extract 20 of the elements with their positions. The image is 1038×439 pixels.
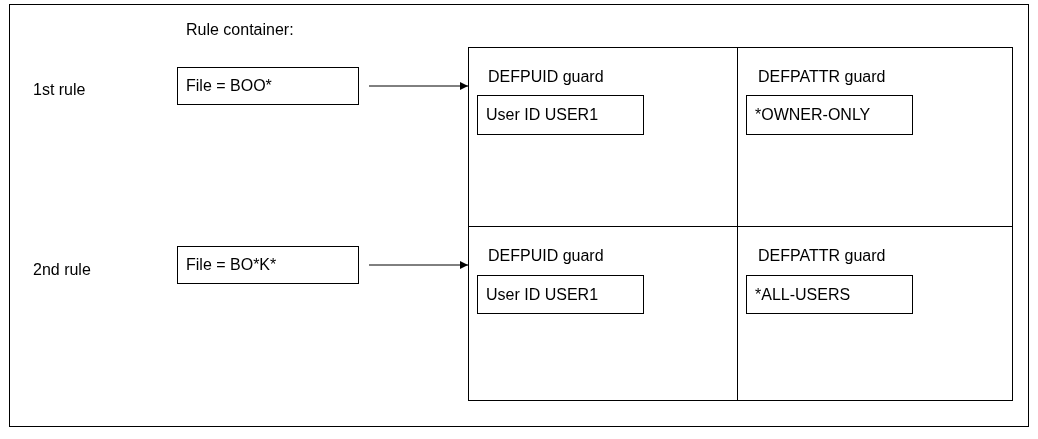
guard-cell (468, 226, 738, 401)
text-box: User ID USER1 (477, 275, 644, 314)
arrow (368, 261, 469, 269)
box-heading: Rule container: (186, 21, 294, 39)
rule-label: 2nd rule (33, 261, 91, 279)
box-heading: DEFPUID guard (488, 68, 604, 86)
box-heading: DEFPATTR guard (758, 68, 886, 86)
text-box: File = BOO* (177, 67, 359, 105)
rule-label: 1st rule (33, 81, 86, 99)
container-box (9, 4, 1029, 427)
text-box: *OWNER-ONLY (746, 95, 913, 135)
text-box: File = BO*K* (177, 246, 359, 284)
arrow (368, 82, 469, 90)
guard-cell (737, 47, 1013, 227)
box-heading: DEFPUID guard (488, 247, 604, 265)
text-box: *ALL-USERS (746, 275, 913, 314)
guard-cell (468, 47, 738, 227)
text-box: User ID USER1 (477, 95, 644, 135)
guard-cell (737, 226, 1013, 401)
box-heading: DEFPATTR guard (758, 247, 886, 265)
